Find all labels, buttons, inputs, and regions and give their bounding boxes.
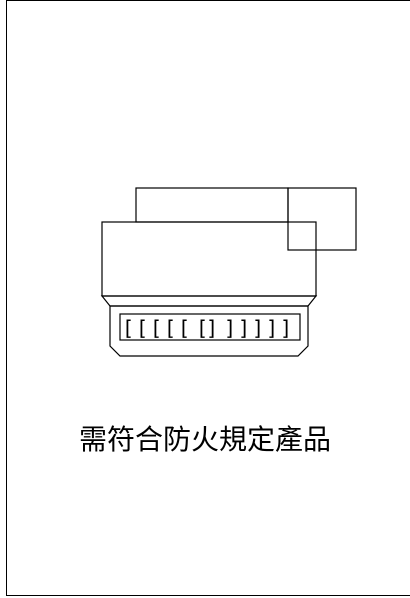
svg-text:[: [ bbox=[164, 316, 176, 340]
page-frame bbox=[6, 0, 410, 596]
vent-slots: [ [ [ [ [ [ ] ] ] ] ] ] bbox=[122, 316, 292, 340]
back-housing bbox=[135, 187, 289, 223]
svg-text:]: ] bbox=[280, 316, 292, 340]
svg-text:[: [ bbox=[178, 316, 190, 340]
svg-text:]: ] bbox=[224, 316, 236, 340]
base-band bbox=[100, 295, 318, 307]
svg-text:]: ] bbox=[238, 316, 250, 340]
head-unit bbox=[109, 305, 309, 357]
svg-text:]: ] bbox=[266, 316, 278, 340]
svg-text:[: [ bbox=[150, 316, 162, 340]
svg-text:]: ] bbox=[206, 316, 218, 340]
head-window bbox=[119, 313, 301, 341]
main-body bbox=[101, 221, 317, 297]
svg-text:]: ] bbox=[252, 316, 264, 340]
svg-text:[: [ bbox=[136, 316, 148, 340]
svg-text:[: [ bbox=[196, 316, 208, 340]
product-caption: 需符合防火規定產品 bbox=[78, 423, 331, 456]
side-box bbox=[287, 187, 357, 251]
svg-text:[: [ bbox=[122, 316, 134, 340]
